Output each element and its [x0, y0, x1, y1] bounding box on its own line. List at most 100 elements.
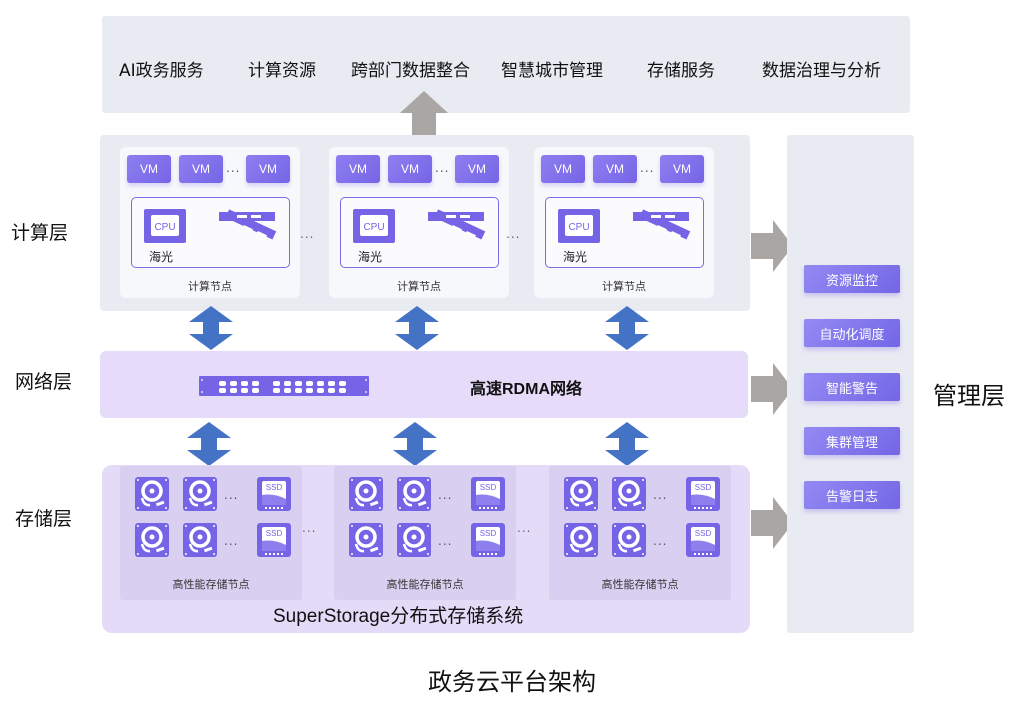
- switch-port: [295, 381, 302, 386]
- cpu-text: CPU: [154, 222, 175, 233]
- cpu-text: CPU: [568, 222, 589, 233]
- right-arrow-icon: [751, 220, 793, 272]
- compute-node: VM VM ... VM CPU 海光 计算节点: [120, 147, 300, 298]
- bidirectional-arrow-icon: [189, 306, 233, 350]
- ssd-icon: SSD: [471, 523, 505, 557]
- switch-port: [295, 388, 302, 393]
- ssd-text: SSD: [695, 529, 712, 538]
- memory-module-icon: [428, 209, 486, 240]
- management-panel: 资源监控 自动化调度 智能警告 集群管理 告警日志: [787, 135, 914, 633]
- vm-box: VM: [246, 155, 290, 183]
- ssd-text: SSD: [480, 483, 497, 492]
- switch-port: [328, 381, 335, 386]
- switch-port: [252, 381, 259, 386]
- cpu-vendor-label: 海光: [358, 250, 383, 264]
- mgmt-item-cluster-management: 集群管理: [804, 427, 900, 455]
- compute-node-label: 计算节点: [602, 280, 646, 293]
- hard-disk-icon: [564, 477, 598, 511]
- cpu-chip-icon: CPU: [144, 209, 186, 243]
- bidirectional-arrow-icon: [395, 306, 439, 350]
- compute-node: VM VM ... VM CPU 海光 计算节点: [534, 147, 714, 298]
- vm-box: VM: [388, 155, 432, 183]
- bidirectional-arrow-icon: [605, 306, 649, 350]
- storage-node: 高性能存储节点 ...SSD...SSD: [334, 466, 516, 600]
- switch-port: [284, 388, 291, 393]
- storage-node: 高性能存储节点 ...SSD...SSD: [120, 466, 302, 600]
- cpu-chip-icon: CPU: [353, 209, 395, 243]
- switch-port: [317, 388, 324, 393]
- vm-box: VM: [179, 155, 223, 183]
- storage-node-label: 高性能存储节点: [601, 578, 679, 591]
- hard-disk-icon: [397, 477, 431, 511]
- hard-disk-icon: [612, 477, 646, 511]
- hardware-box: CPU 海光: [545, 197, 704, 268]
- vm-box: VM: [127, 155, 171, 183]
- ssd-text: SSD: [480, 529, 497, 538]
- compute-node-label: 计算节点: [188, 280, 232, 293]
- disk-ellipsis: ...: [224, 534, 239, 548]
- memory-module-icon: [219, 209, 277, 240]
- vm-ellipsis: ...: [226, 161, 241, 175]
- switch-port: [230, 381, 237, 386]
- storage-layer-label: 存储层: [15, 508, 73, 530]
- disk-ellipsis: ...: [653, 488, 668, 502]
- switch-port: [219, 381, 226, 386]
- ssd-text: SSD: [266, 529, 283, 538]
- switch-port: [273, 388, 280, 393]
- hard-disk-icon: [397, 523, 431, 557]
- mgmt-item-resource-monitoring: 资源监控: [804, 265, 900, 293]
- hard-disk-icon: [183, 523, 217, 557]
- storage-node-ellipsis: ...: [517, 521, 532, 535]
- ssd-icon: SSD: [257, 523, 291, 557]
- ssd-icon: SSD: [686, 523, 720, 557]
- vm-box: VM: [336, 155, 380, 183]
- service-cross-dept-data: 跨部门数据整合: [351, 61, 470, 81]
- switch-port: [306, 388, 313, 393]
- ssd-text: SSD: [266, 483, 283, 492]
- services-panel: AI政务服务 计算资源 跨部门数据整合 智慧城市管理 存储服务 数据治理与分析: [102, 16, 910, 113]
- vm-ellipsis: ...: [640, 161, 655, 175]
- disk-ellipsis: ...: [438, 488, 453, 502]
- hard-disk-icon: [135, 477, 169, 511]
- switch-port: [252, 388, 259, 393]
- vm-ellipsis: ...: [435, 161, 450, 175]
- ssd-icon: SSD: [257, 477, 291, 511]
- service-storage: 存储服务: [647, 61, 715, 81]
- switch-port: [273, 381, 280, 386]
- hard-disk-icon: [564, 523, 598, 557]
- cpu-vendor-label: 海光: [149, 250, 174, 264]
- hard-disk-icon: [135, 523, 169, 557]
- network-layer: 高速RDMA网络: [100, 351, 748, 418]
- ssd-icon: SSD: [686, 477, 720, 511]
- cpu-text: CPU: [363, 222, 384, 233]
- storage-layer: 高性能存储节点 ... SSD... SSD ... 高性能存储节点 ... SSD.…: [102, 465, 750, 633]
- service-compute-resources: 计算资源: [248, 61, 316, 81]
- diagram-title: 政务云平台架构: [428, 668, 596, 696]
- right-arrow-icon: [751, 363, 793, 415]
- switch-port: [339, 381, 346, 386]
- hard-disk-icon: [183, 477, 217, 511]
- mgmt-item-auto-scheduling: 自动化调度: [804, 319, 900, 347]
- mgmt-item-smart-warning: 智能警告: [804, 373, 900, 401]
- vm-box: VM: [541, 155, 585, 183]
- hard-disk-icon: [349, 477, 383, 511]
- management-layer-label: 管理层: [933, 382, 1005, 410]
- switch-port: [317, 381, 324, 386]
- storage-node-ellipsis: ...: [302, 521, 317, 535]
- memory-module-icon: [633, 209, 691, 240]
- service-data-governance: 数据治理与分析: [762, 61, 881, 81]
- service-ai-gov: AI政务服务: [119, 61, 204, 81]
- network-title: 高速RDMA网络: [470, 381, 582, 398]
- network-switch-icon: [199, 376, 369, 396]
- switch-port: [241, 388, 248, 393]
- bidirectional-arrow-icon: [187, 422, 231, 466]
- vm-box: VM: [660, 155, 704, 183]
- storage-node-label: 高性能存储节点: [172, 578, 250, 591]
- cpu-chip-icon: CPU: [558, 209, 600, 243]
- compute-layer-label: 计算层: [11, 222, 69, 244]
- bidirectional-arrow-icon: [605, 422, 649, 466]
- cpu-vendor-label: 海光: [563, 250, 588, 264]
- node-ellipsis: ...: [300, 227, 315, 241]
- disk-ellipsis: ...: [653, 534, 668, 548]
- mgmt-item-alert-log: 告警日志: [804, 481, 900, 509]
